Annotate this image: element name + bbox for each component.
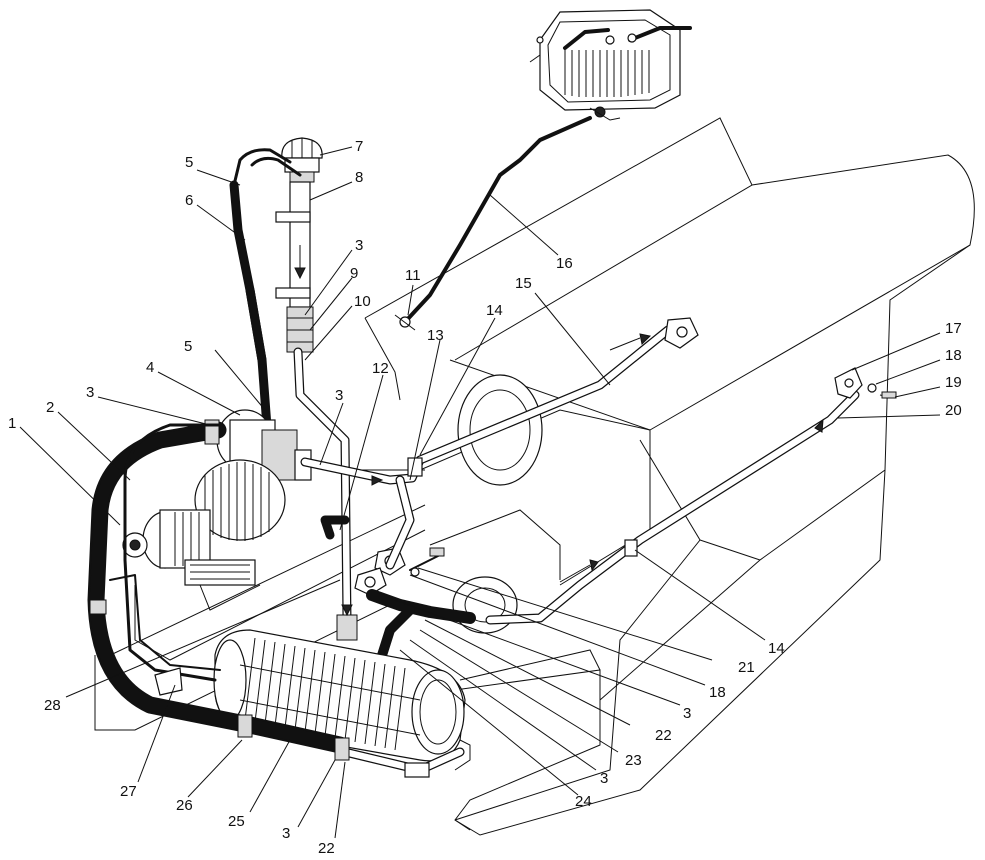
callout-3: 3: [355, 237, 363, 254]
corrugated-hose: [87, 419, 350, 761]
callout-27: 27: [120, 783, 137, 800]
filler-neck: [275, 137, 323, 353]
vent-hoses: [229, 148, 302, 445]
callout-19: 19: [945, 374, 962, 391]
callout-14: 14: [486, 302, 503, 319]
callout-5: 5: [184, 338, 192, 355]
callout-18: 18: [709, 684, 726, 701]
heater-pipe-15: [300, 317, 699, 486]
callout-13: 13: [427, 327, 444, 344]
callout-7: 7: [355, 138, 363, 155]
callout-15: 15: [515, 275, 532, 292]
callout-22: 22: [318, 840, 335, 857]
callout-3: 3: [683, 705, 691, 722]
callout-1: 1: [8, 415, 16, 432]
expansion-tank: [529, 9, 692, 121]
callout-28: 28: [44, 697, 61, 714]
callout-11: 11: [405, 267, 421, 284]
callout-18: 18: [945, 347, 962, 364]
pump-assembly: [122, 409, 312, 611]
callout-5: 5: [185, 154, 193, 171]
callout-6: 6: [185, 192, 193, 209]
lower-pipe-assembly: [320, 475, 476, 673]
callout-8: 8: [355, 169, 363, 186]
callout-21: 21: [738, 659, 755, 676]
callout-10: 10: [354, 293, 371, 310]
callout-16: 16: [556, 255, 573, 272]
callout-3: 3: [335, 387, 343, 404]
callout-4: 4: [146, 359, 154, 376]
callout-17: 17: [945, 320, 962, 337]
callout-24: 24: [575, 793, 592, 810]
callout-26: 26: [176, 797, 193, 814]
leader-lines: [19, 146, 941, 839]
return-pipe-20: [485, 367, 897, 625]
callout-22: 22: [655, 727, 672, 744]
callout-23: 23: [625, 752, 642, 769]
callout-12: 12: [372, 360, 389, 377]
supply-pipes: [293, 347, 358, 641]
callout-2: 2: [46, 399, 54, 416]
tank-line-16: [394, 116, 592, 331]
callout-9: 9: [350, 265, 358, 282]
callout-3: 3: [282, 825, 290, 842]
callout-labels: 1 2 3 4 5 5 6 7 8 3 9 10 11 12 3 13 14 1…: [8, 138, 962, 857]
callout-25: 25: [228, 813, 245, 830]
callout-3: 3: [86, 384, 94, 401]
callout-20: 20: [945, 402, 962, 419]
callout-14: 14: [768, 640, 785, 657]
callout-3: 3: [600, 770, 608, 787]
